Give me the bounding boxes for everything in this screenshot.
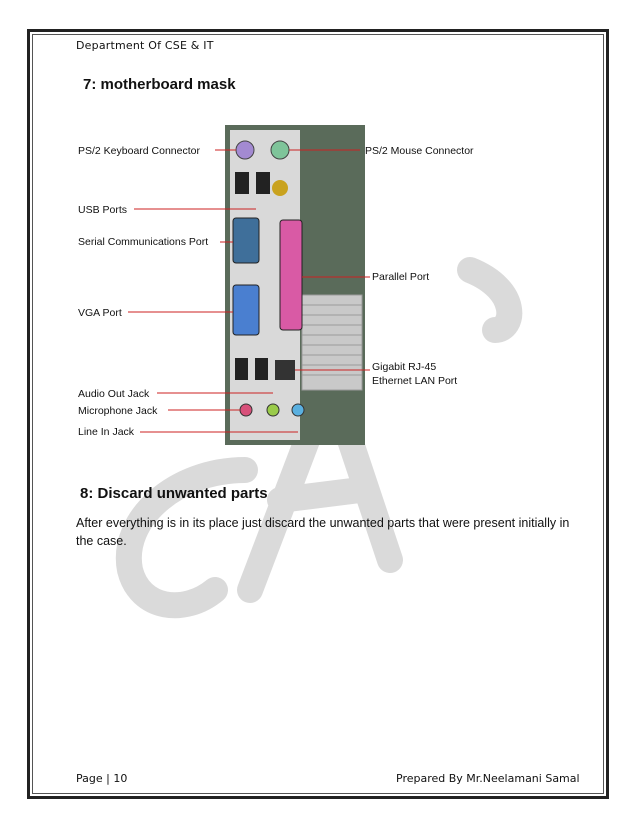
page-border	[27, 29, 609, 799]
label-usb-ports: USB Ports	[78, 204, 127, 216]
section-8-title: 8: Discard unwanted parts	[80, 485, 268, 502]
label-leader-lines	[128, 149, 370, 433]
label-line-in: Line In Jack	[78, 426, 135, 438]
label-ps2-keyboard: PS/2 Keyboard Connector	[78, 145, 200, 157]
prepared-by: Prepared By Mr.Neelamani Samal	[396, 772, 580, 785]
department-header: Department Of CSE & IT	[76, 39, 214, 52]
audio-out-jack	[266, 403, 280, 417]
vga-port	[232, 284, 260, 336]
label-gigabit-line2: Ethernet LAN Port	[372, 375, 457, 387]
serial-port	[232, 217, 260, 264]
page-number: Page | 10	[76, 772, 128, 785]
label-gigabit-line1: Gigabit RJ-45	[372, 361, 436, 373]
usb-port	[235, 172, 249, 194]
section-8-body: After everything is in its place just di…	[76, 516, 570, 548]
capacitor	[272, 180, 288, 196]
parallel-port	[279, 219, 303, 331]
label-ps2-mouse: PS/2 Mouse Connector	[365, 145, 474, 157]
section-7-title: 7: motherboard mask	[83, 76, 236, 93]
label-audio-out: Audio Out Jack	[78, 388, 150, 400]
usb-port	[255, 358, 268, 380]
label-vga-port: VGA Port	[78, 307, 122, 319]
rj45-port	[275, 360, 295, 380]
heatsink	[301, 294, 363, 391]
label-serial-port: Serial Communications Port	[78, 236, 208, 248]
label-parallel-port: Parallel Port	[372, 271, 429, 283]
label-microphone: Microphone Jack	[78, 405, 158, 417]
ps2-mouse-port	[270, 140, 290, 160]
microphone-jack	[239, 403, 253, 417]
motherboard-rear-panel-diagram: PS/2 Keyboard Connector PS/2 Mouse Conne…	[78, 125, 474, 445]
usb-port	[235, 358, 248, 380]
line-in-jack	[291, 403, 305, 417]
usb-port	[256, 172, 270, 194]
ps2-keyboard-port	[235, 140, 255, 160]
